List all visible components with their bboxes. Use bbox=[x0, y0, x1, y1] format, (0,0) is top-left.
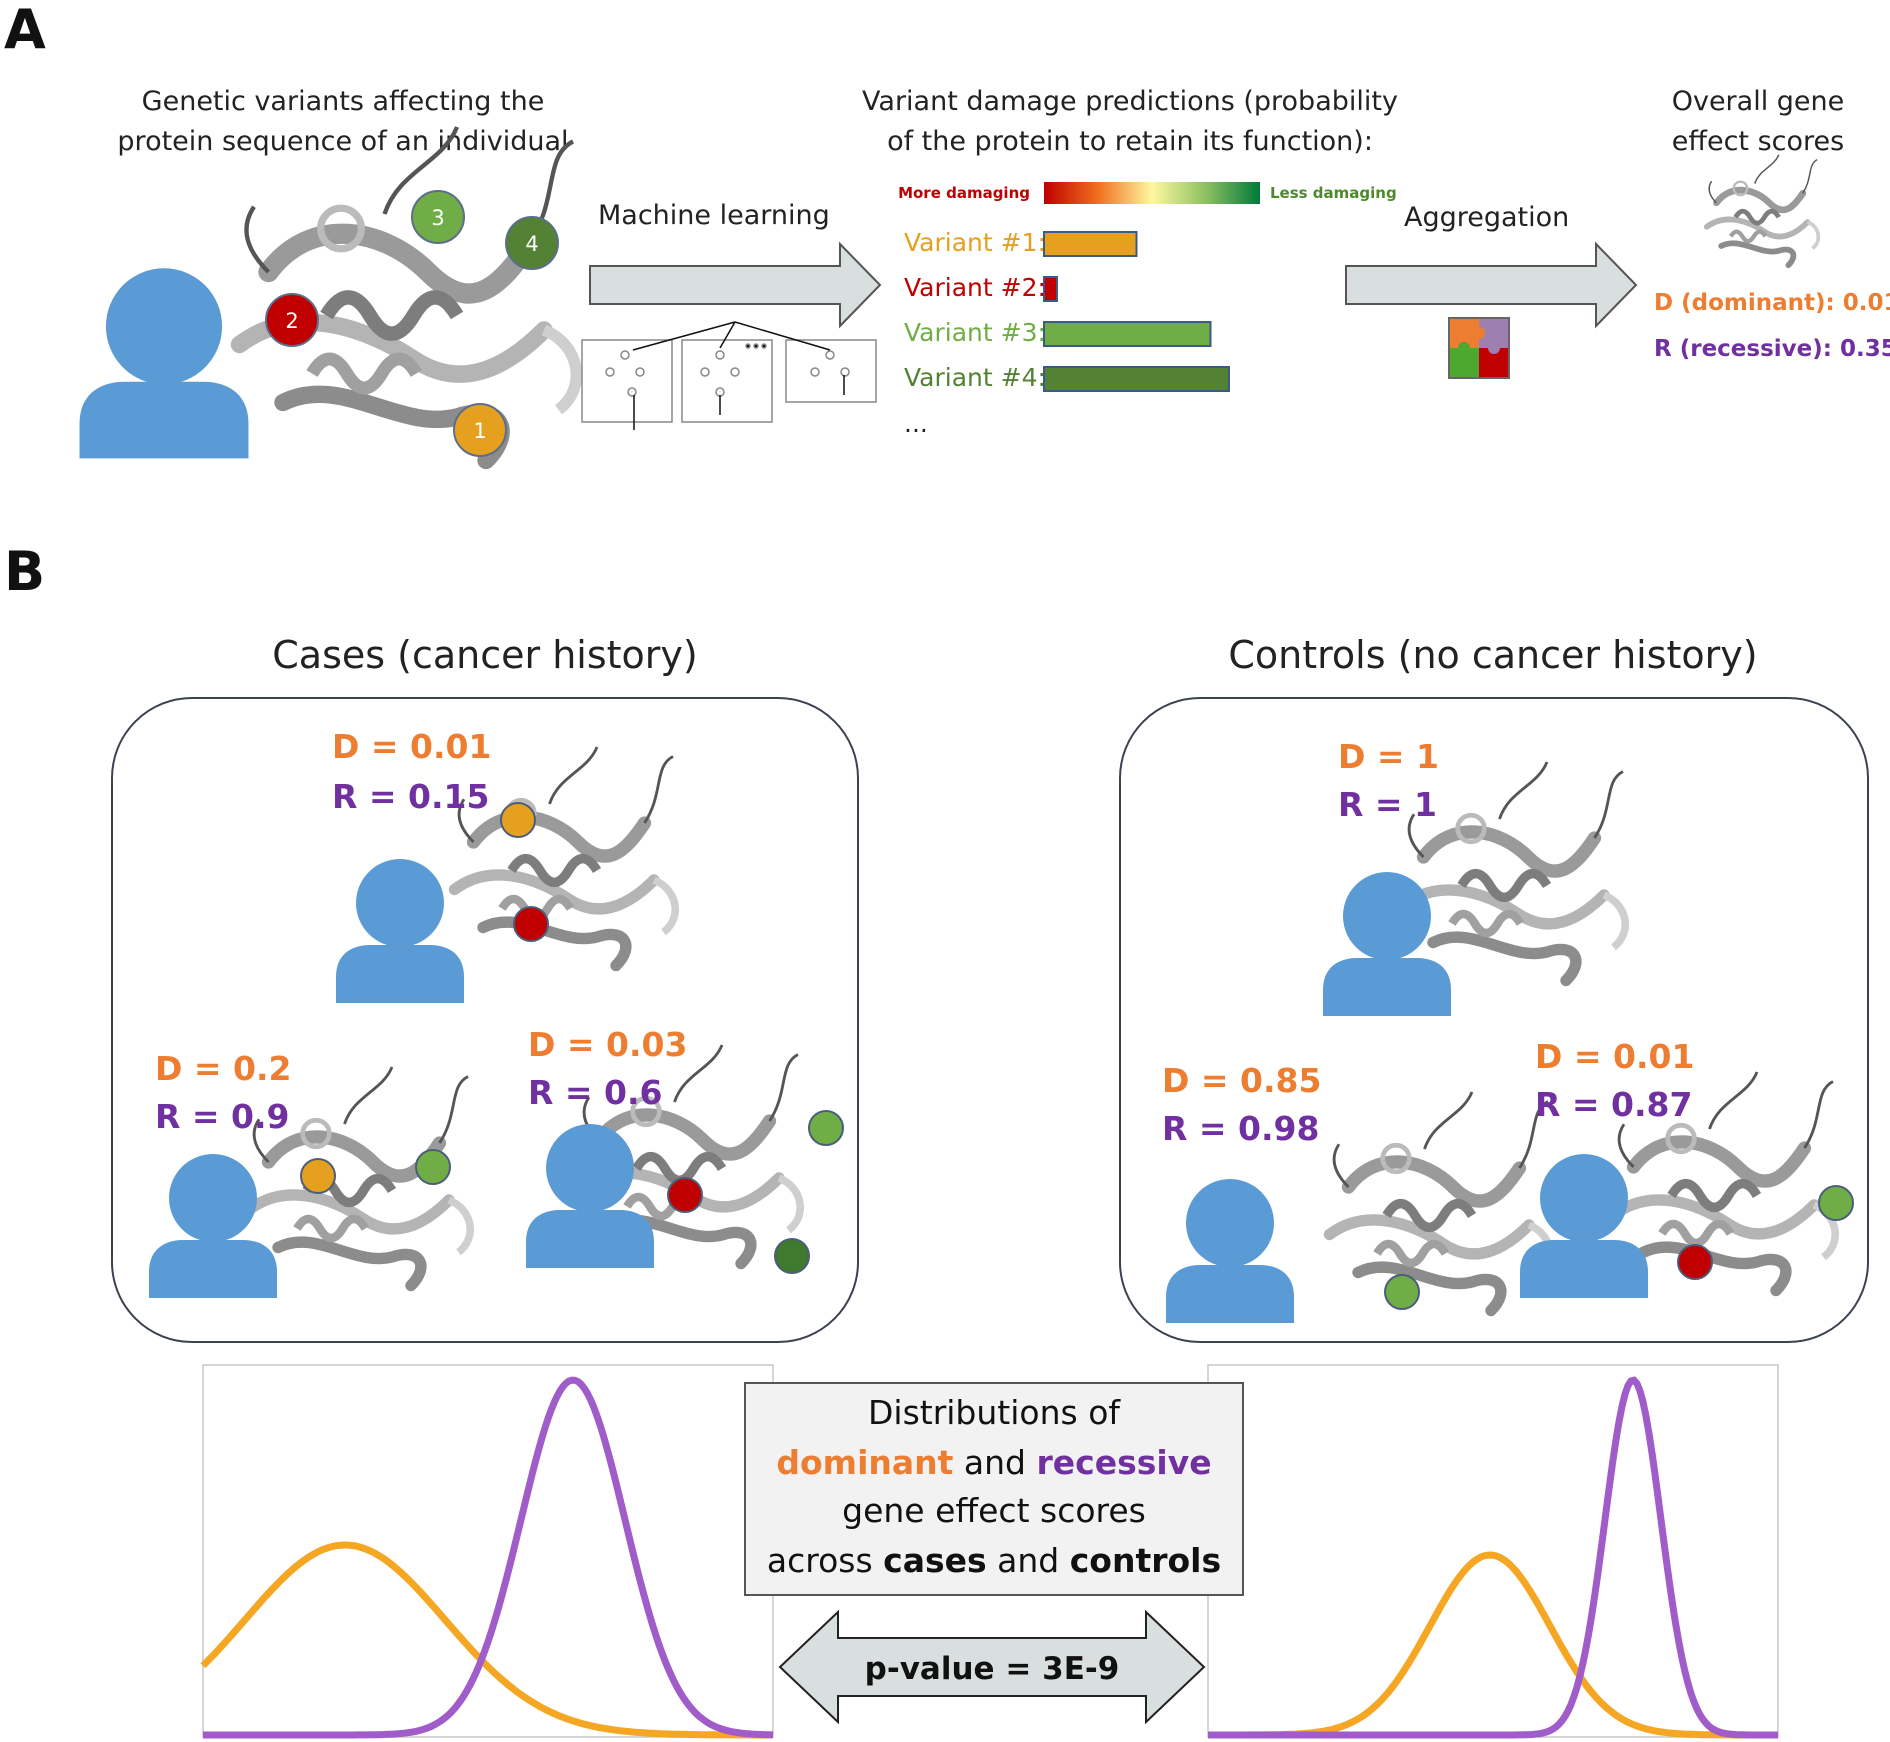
variant-bar-3 bbox=[1043, 321, 1212, 347]
cases-dominant-curve bbox=[200, 1541, 773, 1739]
variant-marker-3-label: 3 bbox=[431, 206, 444, 230]
box-line3: gene effect scores bbox=[842, 1491, 1146, 1530]
control-3-d: D = 0.01 bbox=[1535, 1037, 1694, 1076]
panel-a-letter: A bbox=[4, 0, 46, 61]
distributions-box bbox=[744, 1382, 1244, 1596]
box-line4: across cases and controls bbox=[767, 1541, 1221, 1580]
panel-b-letter: B bbox=[4, 540, 45, 603]
variant-marker-2 bbox=[265, 293, 319, 347]
pvalue-label: p-value = 3E-9 bbox=[865, 1651, 1120, 1687]
control-individual-1: D = 1 R = 1 bbox=[1323, 737, 1625, 1016]
pred-title-line2: of the protein to retain its function): bbox=[887, 126, 1373, 157]
scale-left-label: More damaging bbox=[898, 184, 1030, 202]
control-individual-2: D = 0.85 R = 0.98 bbox=[1162, 1061, 1550, 1323]
box-line2: dominant and recessive bbox=[776, 1443, 1211, 1482]
agg-label: Aggregation bbox=[1404, 202, 1569, 233]
output-protein bbox=[1707, 155, 1819, 265]
output-title-line1: Overall gene bbox=[1672, 86, 1845, 117]
pred-title-line1: Variant damage predictions (probability bbox=[862, 86, 1398, 117]
variant-marker-1-label: 1 bbox=[473, 419, 486, 443]
cases-recessive-curve bbox=[203, 1376, 774, 1739]
case-individual-1: D = 0.01 R = 0.15 bbox=[332, 727, 675, 1003]
case-individual-3: D = 0.03 R = 0.6 bbox=[526, 1025, 844, 1274]
control-1-d: D = 1 bbox=[1338, 737, 1439, 776]
case-individual-2: D = 0.2 R = 0.9 bbox=[149, 1049, 470, 1298]
agg-arrow bbox=[1345, 241, 1638, 329]
box-recessive-word: recessive bbox=[1037, 1443, 1212, 1482]
recessive-score: R (recessive): 0.35 bbox=[1654, 336, 1890, 362]
input-title-line2: protein sequence of an individual bbox=[117, 126, 568, 157]
variant-label-2: Variant #2: bbox=[904, 273, 1046, 302]
box-cases-word: cases bbox=[883, 1541, 987, 1580]
cases-title: Cases (cancer history) bbox=[272, 633, 697, 677]
case-3-r: R = 0.6 bbox=[528, 1073, 663, 1112]
box-dominant-word: dominant bbox=[776, 1443, 953, 1482]
ellipsis: ... bbox=[904, 409, 928, 438]
case-2-r: R = 0.9 bbox=[155, 1097, 290, 1136]
controls-distribution-frame bbox=[1207, 1364, 1779, 1738]
box-across-word: across bbox=[767, 1541, 883, 1580]
case-1-d: D = 0.01 bbox=[332, 727, 491, 766]
control-individual-3: D = 0.01 R = 0.87 bbox=[1520, 1037, 1854, 1298]
case-1-r: R = 0.15 bbox=[332, 777, 489, 816]
input-title-line1: Genetic variants affecting the bbox=[142, 86, 545, 117]
damage-scale-gradient bbox=[1044, 182, 1260, 204]
case-2-d: D = 0.2 bbox=[155, 1049, 291, 1088]
variant-label-3: Variant #3: bbox=[904, 318, 1046, 347]
variant-label-1: Variant #1: bbox=[904, 228, 1046, 257]
variant-bar-4 bbox=[1043, 366, 1230, 392]
scale-right-label: Less damaging bbox=[1270, 184, 1397, 202]
variant-marker-3 bbox=[411, 190, 465, 244]
input-person bbox=[79, 268, 249, 459]
control-3-r: R = 0.87 bbox=[1535, 1085, 1692, 1124]
output-title-line2: effect scores bbox=[1672, 126, 1844, 157]
variant-marker-2-label: 2 bbox=[285, 309, 298, 333]
ml-label: Machine learning bbox=[598, 200, 830, 231]
ml-arrow bbox=[589, 241, 882, 329]
box-and-word: and bbox=[953, 1443, 1036, 1482]
variant-marker-4 bbox=[505, 216, 559, 270]
control-2-r: R = 0.98 bbox=[1162, 1109, 1319, 1148]
controls-recessive-curve bbox=[1208, 1376, 1778, 1739]
puzzle-icon bbox=[1448, 317, 1510, 379]
case-3-d: D = 0.03 bbox=[528, 1025, 687, 1064]
variant-bar-1 bbox=[1043, 231, 1138, 257]
variant-markers: 1 2 3 4 bbox=[265, 190, 559, 457]
box-line1: Distributions of bbox=[868, 1393, 1121, 1432]
variant-label-4: Variant #4: bbox=[904, 363, 1046, 392]
variant-bars: Variant #1: Variant #2: Variant #3: Variant… bbox=[904, 228, 1230, 392]
pvalue-arrow bbox=[778, 1609, 1206, 1725]
box-controls-word: controls bbox=[1070, 1541, 1221, 1580]
control-1-r: R = 1 bbox=[1338, 785, 1437, 824]
variant-marker-1 bbox=[453, 403, 507, 457]
variant-bar-2 bbox=[1043, 276, 1058, 302]
decision-trees-icon bbox=[581, 321, 877, 430]
variant-marker-4-label: 4 bbox=[525, 232, 538, 256]
dominant-score: D (dominant): 0.01 bbox=[1654, 290, 1890, 316]
control-2-d: D = 0.85 bbox=[1162, 1061, 1321, 1100]
box-and2-word: and bbox=[987, 1541, 1070, 1580]
cases-distribution-frame bbox=[202, 1364, 774, 1738]
controls-title: Controls (no cancer history) bbox=[1228, 633, 1757, 677]
